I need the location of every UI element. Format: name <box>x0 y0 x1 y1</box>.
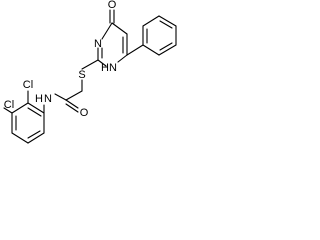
linker <box>43 59 99 114</box>
bond-ph-5-inner <box>159 42 173 51</box>
bond-ph-3 <box>158 15 177 27</box>
atom-hydrogen-amide: H <box>35 93 43 105</box>
bond-ch2-carbonyl <box>65 90 83 101</box>
bond-c6-phenyl <box>126 44 144 56</box>
atom-nitrogen-ring-1: N <box>109 62 117 74</box>
bond-carbonyl-o <box>65 99 79 109</box>
bond-carbonyl-n <box>54 93 67 101</box>
atom-nitrogen-amide: N <box>44 93 52 105</box>
atom-oxygen-amide: O <box>80 107 89 119</box>
bond-c4-c5 <box>111 22 128 35</box>
atom-hydrogen-ring-1: H <box>101 62 109 74</box>
bond-ar-cl3 <box>3 107 13 114</box>
bond-n1-c2 <box>97 59 107 67</box>
atom-nitrogen-ring-3: N <box>94 38 102 50</box>
pyrimidinone-ring <box>97 9 128 67</box>
atom-chlorine-2: Cl <box>23 79 33 91</box>
bond-ar-2 <box>11 102 29 114</box>
bond-n3-c4 <box>101 22 113 40</box>
bond-ar-5 <box>27 132 45 144</box>
chemical-structure: O N H N S O H N Cl Cl <box>3 0 177 144</box>
bond-c6-n1 <box>117 54 128 63</box>
bond-ph-2 <box>142 15 160 27</box>
bond-ph-5 <box>158 44 177 56</box>
atom-sulfur: S <box>78 69 85 81</box>
bond-c2-s <box>81 59 99 70</box>
atom-oxygen-ketone: O <box>108 0 117 11</box>
bond-ar-1 <box>27 102 45 114</box>
bond-carbonyl-o-double <box>65 103 79 113</box>
bond-ph-3-inner <box>159 20 173 29</box>
dichlorophenyl-ring <box>3 90 45 144</box>
phenyl-ring <box>126 15 177 56</box>
atom-chlorine-3: Cl <box>4 99 14 111</box>
atom-labels: O N H N S O H N Cl Cl <box>4 0 117 119</box>
bond-ar-4 <box>11 132 29 144</box>
bond-ph-6 <box>142 44 160 56</box>
bond-ar-5-inner <box>27 130 41 139</box>
bond-ar-1-inner <box>27 107 42 117</box>
